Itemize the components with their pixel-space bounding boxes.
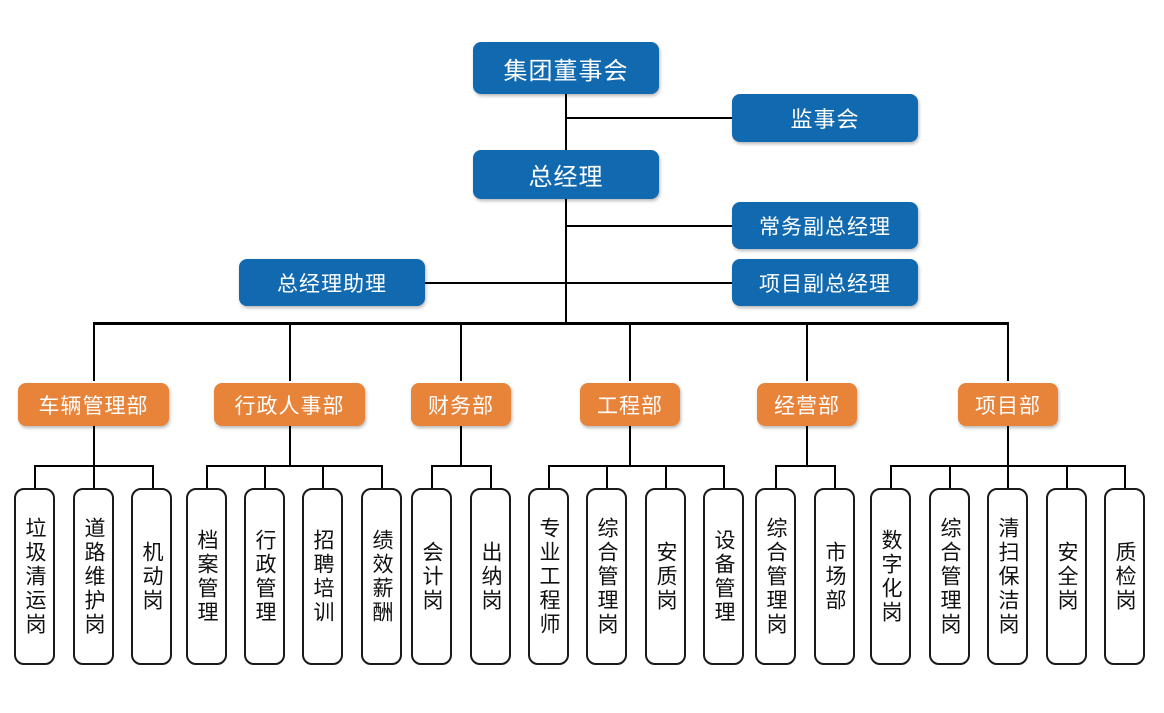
connector-dept-1-stem (93, 425, 95, 467)
connector-dept-4-stem (629, 425, 631, 467)
leaf-label: 质检岗 (1113, 540, 1136, 613)
connector-bus-drop-dept-4 (629, 322, 631, 381)
connector-board-to-gm (565, 94, 567, 150)
connector-department-bus (93, 322, 1008, 325)
node-board[interactable]: 集团董事会 (473, 42, 659, 94)
leaf-label: 会计岗 (420, 540, 443, 613)
leaf-label: 清扫保洁岗 (996, 516, 1019, 637)
connector-bus-drop-dept-1 (93, 322, 95, 381)
node-department-4[interactable]: 工程部 (580, 383, 680, 426)
leaf-label: 安质岗 (654, 540, 677, 613)
node-department-3[interactable]: 财务部 (411, 383, 511, 426)
node-exec-vice-manager[interactable]: 常务副总经理 (732, 202, 918, 249)
connector-dept-2-bus (206, 465, 383, 467)
connector-dept-3-drop-2 (490, 465, 492, 488)
leaf-label: 绩效薪酬 (370, 528, 393, 625)
leaf-label: 综合管理岗 (938, 516, 961, 637)
connector-dept-6-drop-3 (1007, 465, 1009, 488)
connector-dept-6-drop-2 (949, 465, 951, 488)
leaf-box[interactable]: 垃圾清运岗 (14, 488, 55, 665)
connector-dept-1-drop-3 (152, 465, 154, 488)
leaf-label: 专业工程师 (537, 516, 560, 637)
connector-bus-drop-dept-2 (289, 322, 291, 381)
leaf-label: 安全岗 (1055, 540, 1078, 613)
leaf-label: 行政管理 (253, 528, 276, 625)
leaf-box[interactable]: 清扫保洁岗 (987, 488, 1028, 665)
connector-dept-2-drop-4 (381, 465, 383, 488)
leaf-box[interactable]: 机动岗 (131, 488, 172, 665)
leaf-box[interactable]: 行政管理 (244, 488, 285, 665)
node-department-5[interactable]: 经营部 (757, 383, 857, 426)
connector-dept-1-drop-2 (93, 465, 95, 488)
leaf-box[interactable]: 档案管理 (186, 488, 227, 665)
connector-spine-to-exec-vice-manager (565, 225, 732, 227)
leaf-label: 道路维护岗 (82, 516, 105, 637)
connector-bus-drop-dept-5 (806, 322, 808, 381)
leaf-label: 综合管理岗 (764, 516, 787, 637)
node-supervisory-board[interactable]: 监事会 (732, 94, 918, 142)
connector-dept-6-drop-1 (890, 465, 892, 488)
connector-dept-5-bus (775, 465, 836, 467)
connector-dept-4-drop-3 (665, 465, 667, 488)
leaf-box[interactable]: 道路维护岗 (73, 488, 114, 665)
node-general-manager[interactable]: 总经理 (473, 150, 659, 199)
leaf-label: 机动岗 (140, 540, 163, 613)
connector-dept-2-stem (289, 425, 291, 467)
connector-dept-3-bus (431, 465, 492, 467)
connector-bus-drop-dept-3 (460, 322, 462, 381)
connector-dept-3-drop-1 (431, 465, 433, 488)
connector-spine-to-project-vice-manager (424, 282, 732, 284)
leaf-label: 综合管理岗 (595, 516, 618, 637)
leaf-label: 市场部 (823, 540, 846, 613)
leaf-box[interactable]: 出纳岗 (470, 488, 511, 665)
connector-dept-4-drop-4 (723, 465, 725, 488)
connector-dept-5-stem (806, 425, 808, 467)
leaf-box[interactable]: 招聘培训 (302, 488, 343, 665)
leaf-label: 出纳岗 (479, 540, 502, 613)
leaf-box[interactable]: 专业工程师 (528, 488, 569, 665)
node-project-vice-manager[interactable]: 项目副总经理 (732, 259, 918, 306)
connector-gm-to-department-bus (565, 199, 567, 323)
leaf-label: 设备管理 (712, 528, 735, 625)
connector-dept-2-drop-3 (322, 465, 324, 488)
leaf-box[interactable]: 综合管理岗 (929, 488, 970, 665)
connector-dept-1-drop-1 (34, 465, 36, 488)
connector-dept-2-drop-1 (206, 465, 208, 488)
connector-dept-5-drop-2 (834, 465, 836, 488)
leaf-label: 数字化岗 (879, 528, 902, 625)
leaf-box[interactable]: 市场部 (814, 488, 855, 665)
leaf-box[interactable]: 设备管理 (703, 488, 744, 665)
connector-dept-2-drop-2 (264, 465, 266, 488)
leaf-box[interactable]: 质检岗 (1104, 488, 1145, 665)
connector-dept-6-stem (1007, 425, 1009, 467)
leaf-box[interactable]: 会计岗 (411, 488, 452, 665)
node-department-1[interactable]: 车辆管理部 (18, 383, 169, 426)
connector-dept-3-stem (460, 425, 462, 467)
connector-dept-6-drop-5 (1124, 465, 1126, 488)
leaf-label: 招聘培训 (311, 528, 334, 625)
connector-dept-4-drop-2 (606, 465, 608, 488)
connector-gm-spine-to-supervisory (565, 117, 732, 119)
leaf-box[interactable]: 绩效薪酬 (361, 488, 402, 665)
leaf-box[interactable]: 综合管理岗 (755, 488, 796, 665)
leaf-box[interactable]: 数字化岗 (870, 488, 911, 665)
leaf-label: 档案管理 (195, 528, 218, 625)
connector-dept-4-bus (548, 465, 725, 467)
connector-dept-6-drop-4 (1066, 465, 1068, 488)
connector-bus-drop-dept-6 (1007, 322, 1009, 381)
connector-dept-4-drop-1 (548, 465, 550, 488)
node-department-6[interactable]: 项目部 (958, 383, 1058, 426)
leaf-box[interactable]: 安质岗 (645, 488, 686, 665)
node-gm-assistant[interactable]: 总经理助理 (239, 259, 425, 306)
connector-dept-5-drop-1 (775, 465, 777, 488)
leaf-box[interactable]: 综合管理岗 (586, 488, 627, 665)
node-department-2[interactable]: 行政人事部 (214, 383, 365, 426)
leaf-box[interactable]: 安全岗 (1046, 488, 1087, 665)
leaf-label: 垃圾清运岗 (23, 516, 46, 637)
